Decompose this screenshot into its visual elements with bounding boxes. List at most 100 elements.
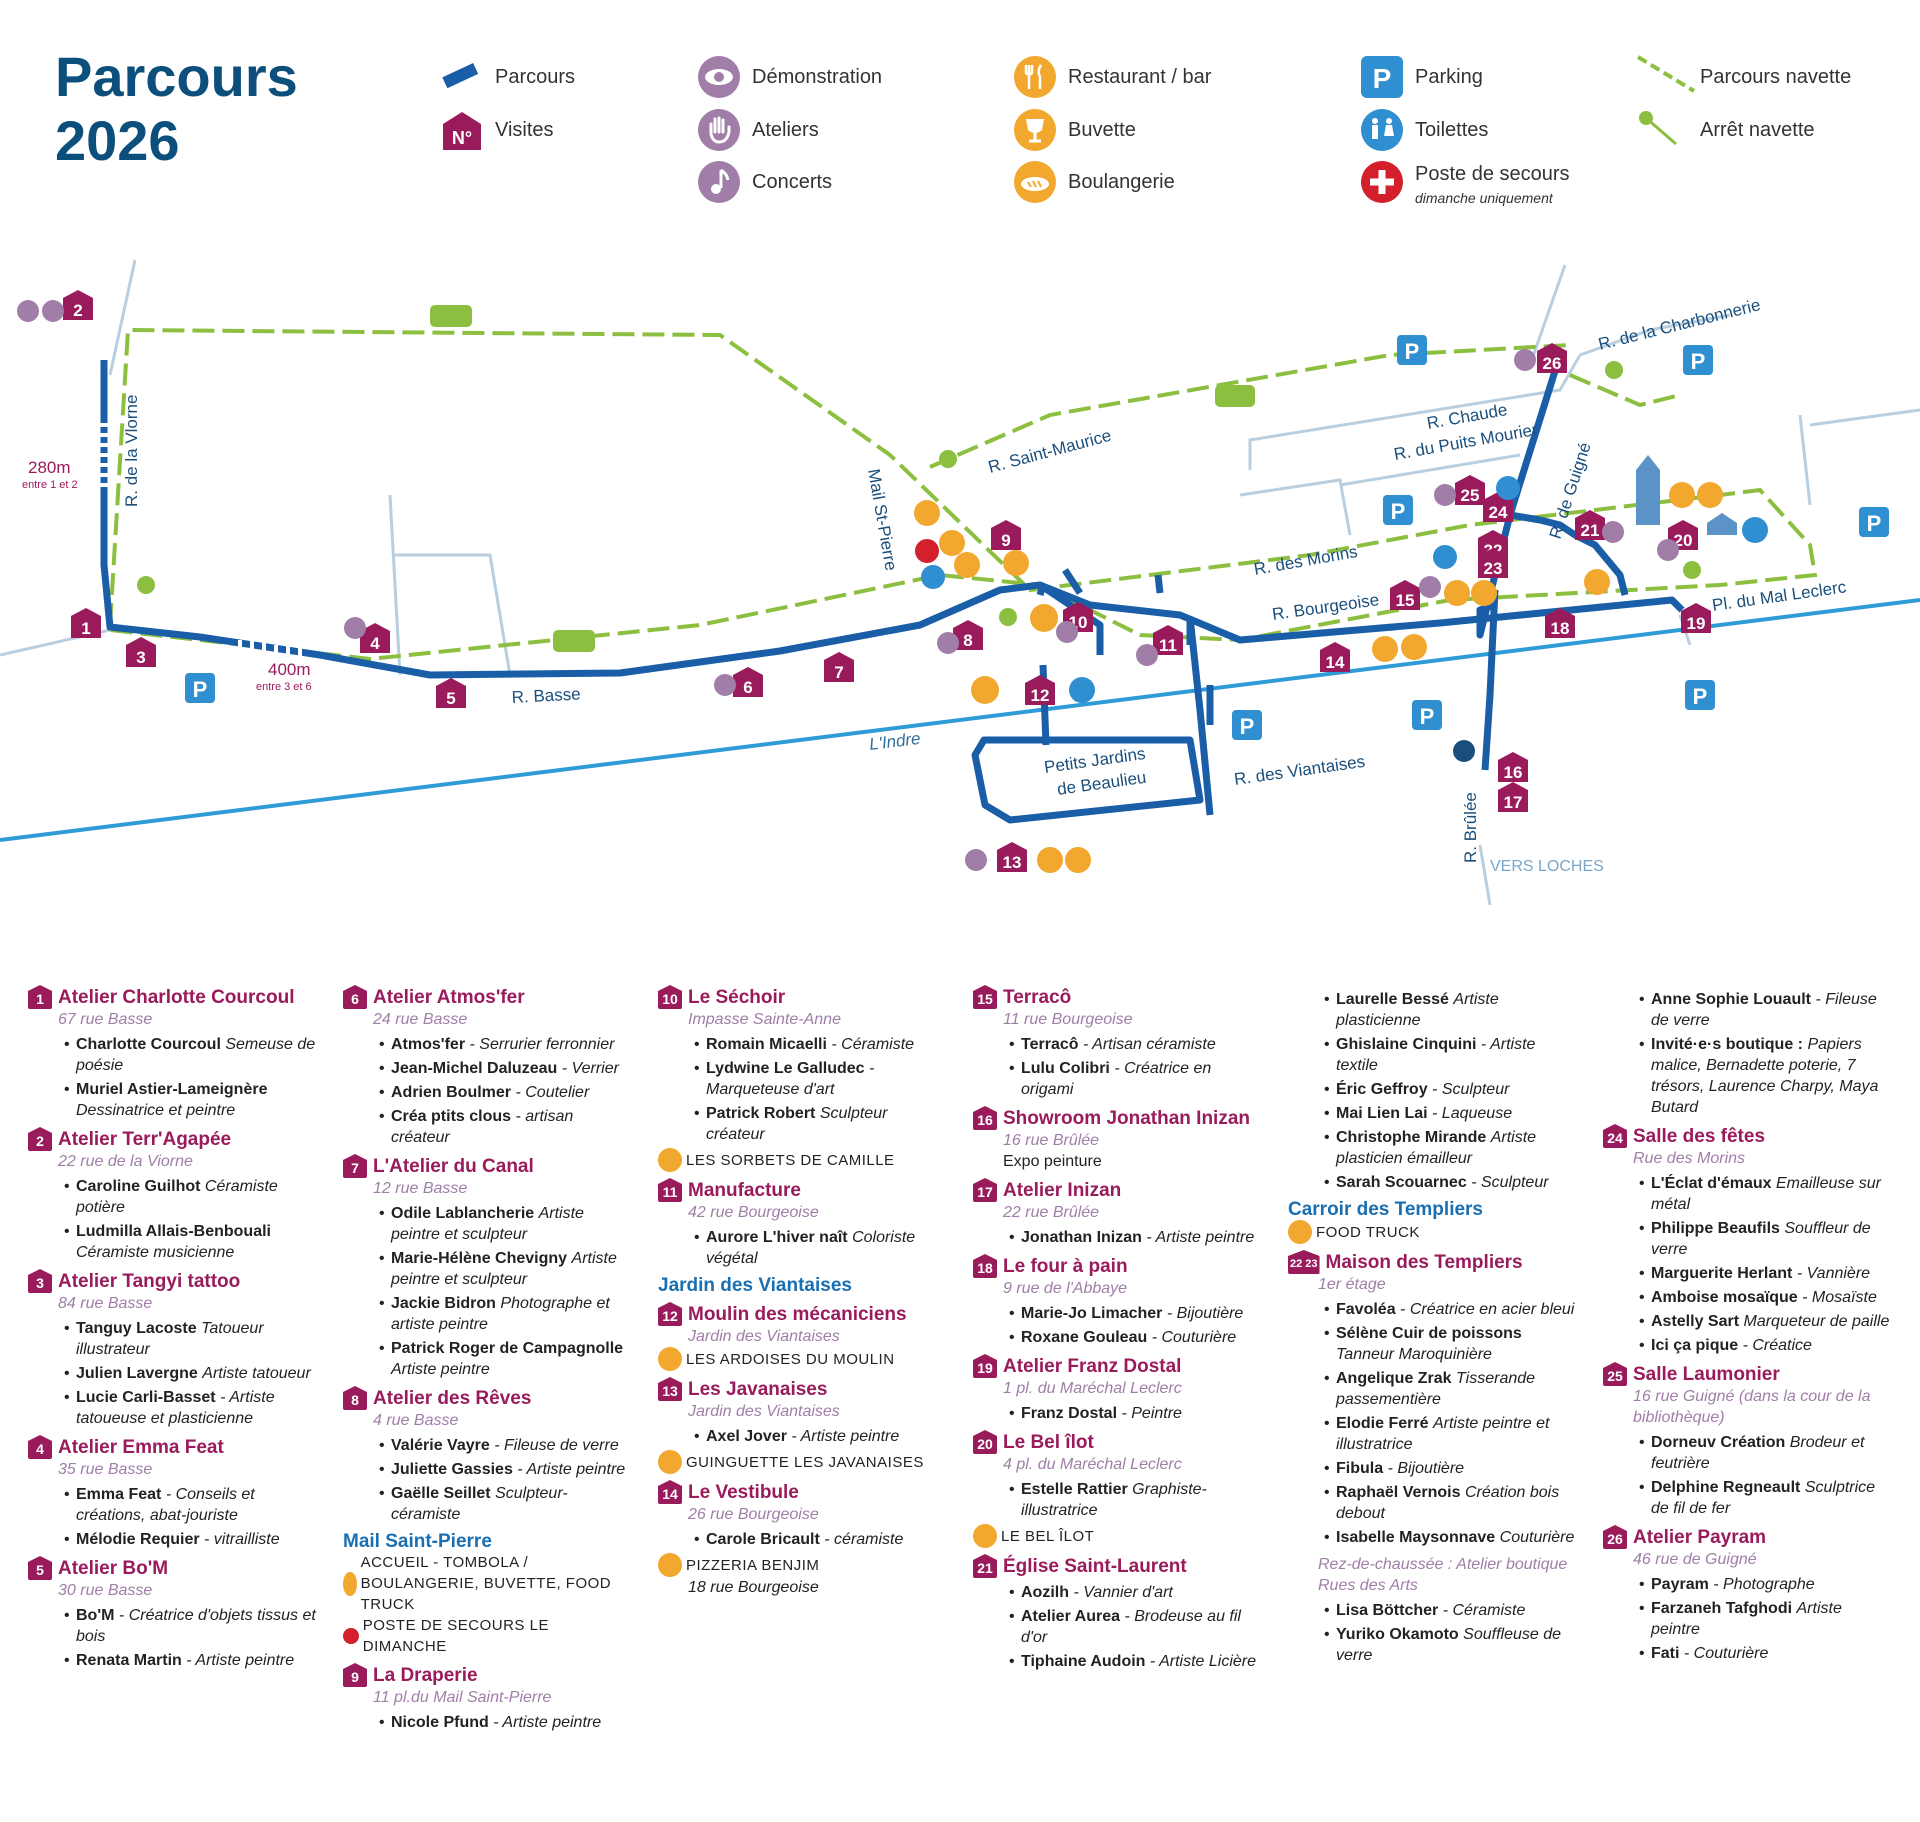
visit-marker-19[interactable]: 19	[1681, 603, 1711, 633]
artist-role: Graphiste-illustratrice	[1021, 1481, 1207, 1519]
entry-name: Atelier Charlotte Courcoul	[58, 986, 295, 1008]
street-mail: Mail St-Pierre	[864, 467, 901, 572]
visit-marker-number: 24	[1489, 503, 1508, 522]
artist-role: - Artiste tatoueuse et plasticienne	[76, 1389, 275, 1427]
restaurant-map-icon	[1030, 604, 1058, 632]
artist-name: Fibula	[1336, 1460, 1384, 1477]
artist-item: Laurelle Bessé Artiste plasticienne	[1288, 989, 1578, 1031]
artist-list: Favoléa - Créatrice en acier bleuiSélène…	[1288, 1299, 1578, 1548]
artist-item: Ghislaine Cinquini - Artiste textile	[1288, 1034, 1578, 1076]
buvette-map-icon	[939, 530, 965, 556]
parking-map-icon: P	[185, 673, 215, 703]
visit-marker-7[interactable]: 7	[824, 652, 854, 682]
visit-marker-4[interactable]: 4	[360, 623, 390, 653]
distance-2-sub: entre 3 et 6	[256, 681, 312, 693]
concert-map-icon	[17, 300, 39, 322]
visit-marker-26[interactable]: 26	[1537, 343, 1567, 373]
visit-marker-25[interactable]: 25	[1455, 475, 1485, 505]
street-puits: R. du Puits Mourier	[1392, 420, 1539, 464]
artist-role: - Sculpteur	[1471, 1174, 1549, 1191]
visit-marker-number: 16	[1504, 763, 1523, 782]
entry-name: La Draperie	[373, 1664, 478, 1686]
concert-map-icon	[965, 849, 987, 871]
legend-navette-label: Parcours navette	[1700, 66, 1852, 88]
artist-role: - Créatrice en origami	[1021, 1060, 1212, 1098]
note-text: LES SORBETS DE CAMILLE	[686, 1151, 895, 1169]
bus-icon	[1215, 385, 1255, 407]
visit-marker-17[interactable]: 17	[1498, 782, 1528, 812]
list-entry: Anne Sophie Louault - Fileuse de verreIn…	[1603, 989, 1893, 1118]
visit-marker-3[interactable]: 3	[126, 637, 156, 667]
artist-role: - Artiste peintre	[517, 1461, 626, 1478]
artist-item: Mai Lien Lai - Laqueuse	[1288, 1103, 1578, 1124]
street-saint-maurice: R. Saint-Maurice	[986, 426, 1113, 477]
visit-marker-14[interactable]: 14	[1320, 642, 1350, 672]
artist-name: Aozilh	[1021, 1584, 1069, 1601]
entry-address: 26 rue Bourgeoise	[688, 1506, 819, 1523]
artist-name: Ghislaine Cinquini	[1336, 1036, 1477, 1053]
artist-item: Lisa Böttcher - Céramiste	[1288, 1600, 1578, 1621]
entry-address: 9 rue de l'Abbaye	[1003, 1280, 1128, 1297]
buvette-map-icon	[1372, 636, 1398, 662]
amenity-icon	[658, 1347, 682, 1371]
artist-list: Caroline Guilhot Céramiste potièreLudmil…	[28, 1176, 318, 1263]
visites-icon-text: N°	[452, 128, 472, 148]
parking-icon: P	[1361, 56, 1403, 98]
entry-number-badge: 21	[973, 1554, 997, 1578]
artist-name: Atmos'fer	[391, 1036, 466, 1053]
visit-marker-21[interactable]: 21	[1575, 510, 1605, 540]
artist-item: Marguerite Herlant - Vannière	[1603, 1263, 1893, 1284]
visit-marker-8[interactable]: 8	[953, 620, 983, 650]
visit-marker-5[interactable]: 5	[436, 678, 466, 708]
visit-marker-number: 11	[1159, 636, 1177, 655]
toilets-map-icon	[1742, 517, 1768, 543]
visit-marker-13[interactable]: 13	[997, 842, 1027, 872]
street-bourgeoise: R. Bourgeoise	[1271, 590, 1380, 624]
toilets-map-icon	[1496, 476, 1520, 500]
visit-marker-16[interactable]: 16	[1498, 752, 1528, 782]
visit-marker-18[interactable]: 18	[1545, 608, 1575, 638]
artist-item: Axel Jover - Artiste peintre	[658, 1426, 948, 1447]
artist-role: Semeuse de poésie	[76, 1036, 316, 1074]
artist-item: Astelly Sart Marqueteur de paille	[1603, 1311, 1893, 1332]
visit-marker-23[interactable]: 23	[1478, 548, 1508, 578]
artist-role: - Laqueuse	[1432, 1105, 1513, 1122]
visit-marker-12[interactable]: 12	[1025, 675, 1055, 705]
entry-subtitle: Rez-de-chaussée : Atelier boutique Rues …	[1318, 1556, 1568, 1594]
visit-marker-1[interactable]: 1	[71, 608, 101, 638]
visit-marker-6[interactable]: 6	[733, 667, 763, 697]
artist-item: Renata Martin - Artiste peintre	[28, 1650, 318, 1671]
artist-item: Isabelle Maysonnave Couturière	[1288, 1527, 1578, 1548]
eye-map-icon	[1602, 521, 1624, 543]
artist-role: Artiste peintre et sculpteur	[391, 1250, 617, 1288]
visit-marker-9[interactable]: 9	[991, 520, 1021, 550]
artist-name: Jean-Michel Daluzeau	[391, 1060, 558, 1077]
artist-item: Favoléa - Créatrice en acier bleui	[1288, 1299, 1578, 1320]
artist-role: - Verrier	[561, 1060, 619, 1077]
shuttle-stops	[137, 361, 1701, 626]
eye-map-icon	[1657, 539, 1679, 561]
amenity-icon	[658, 1148, 682, 1172]
visit-marker-11[interactable]: 11	[1153, 625, 1183, 655]
visit-marker-number: 25	[1461, 486, 1480, 505]
artist-name: Patrick Robert	[706, 1105, 816, 1122]
artist-item: Marie-Hélène Chevigny Artiste peintre et…	[343, 1248, 633, 1290]
buvette-map-icon	[1697, 482, 1723, 508]
title-line-1: Parcours	[55, 45, 298, 108]
artist-name: Lucie Carli-Basset	[76, 1389, 216, 1406]
visit-marker-2[interactable]: 2	[63, 290, 93, 320]
artist-item: Farzaneh Tafghodi Artiste peintre	[1603, 1598, 1893, 1640]
entry-number-badge: 14	[658, 1480, 682, 1504]
visit-marker-15[interactable]: 15	[1390, 580, 1420, 610]
artist-list: Romain Micaelli - CéramisteLydwine Le Ga…	[658, 1034, 948, 1145]
artist-name: Odile Lablancherie	[391, 1205, 535, 1222]
artist-list: Marie-Jo Limacher - BijoutièreRoxane Gou…	[973, 1303, 1263, 1348]
artist-item: Lydwine Le Galludec - Marqueteuse d'art	[658, 1058, 948, 1100]
artist-role: - vitrailliste	[204, 1531, 280, 1548]
